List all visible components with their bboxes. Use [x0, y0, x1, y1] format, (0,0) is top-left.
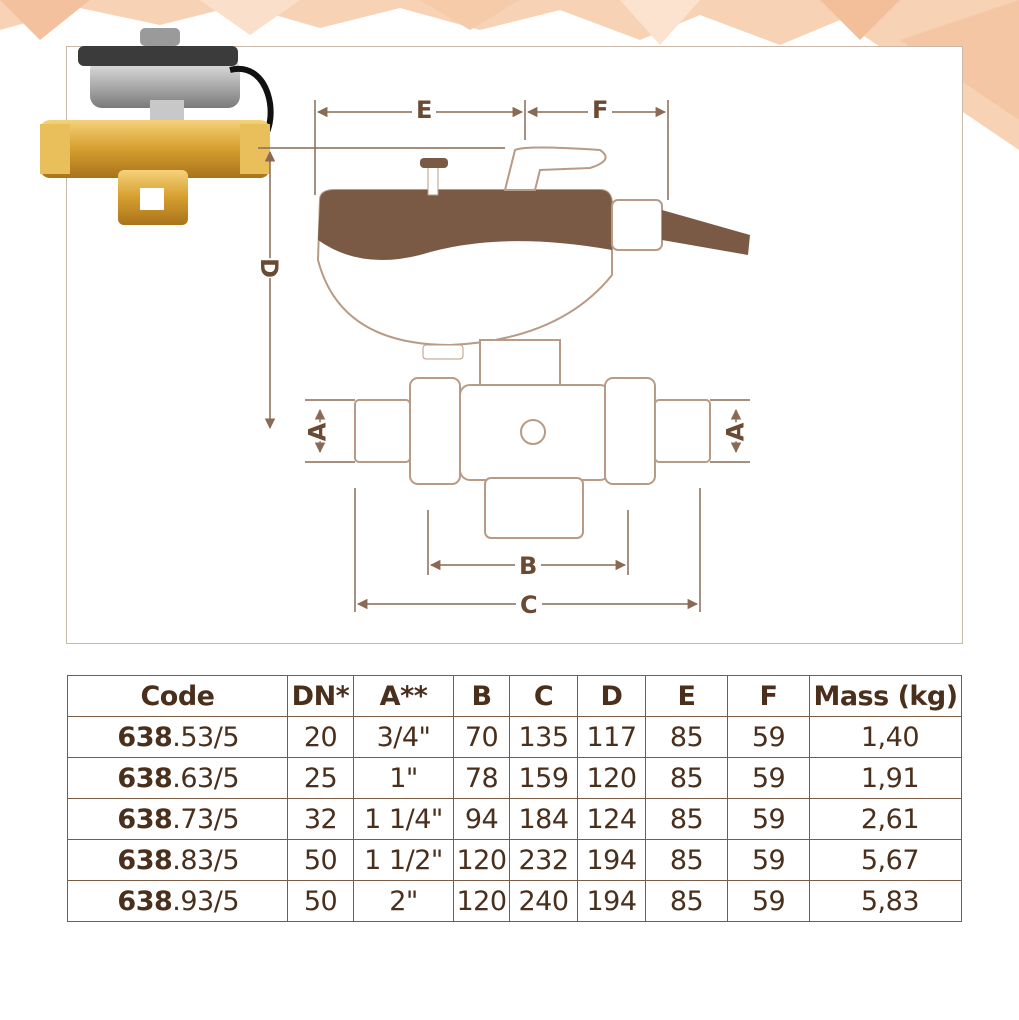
- cell-e: 85: [645, 839, 728, 881]
- dimensions-table-container: Code DN* A** B C D E F Mass (kg) 638.53/…: [67, 675, 962, 922]
- cell-mass: 1,40: [809, 716, 962, 758]
- dimensions-table: Code DN* A** B C D E F Mass (kg) 638.53/…: [67, 675, 962, 922]
- cell-code: 638.93/5: [67, 880, 288, 922]
- cell-d: 124: [577, 798, 646, 840]
- cell-a: 1": [353, 757, 454, 799]
- dim-label-d: D: [254, 258, 283, 278]
- cell-d: 194: [577, 839, 646, 881]
- table-row: 638.63/5 25 1" 78 159 120 85 59 1,91: [67, 757, 962, 799]
- header-dn: DN*: [287, 675, 354, 717]
- table-row: 638.73/5 32 1 1/4" 94 184 124 85 59 2,61: [67, 798, 962, 840]
- cell-d: 120: [577, 757, 646, 799]
- cell-dn: 50: [287, 880, 354, 922]
- cell-b: 78: [453, 757, 510, 799]
- cell-b: 120: [453, 839, 510, 881]
- cell-code: 638.73/5: [67, 798, 288, 840]
- cell-d: 194: [577, 880, 646, 922]
- cell-c: 184: [509, 798, 578, 840]
- cell-mass: 2,61: [809, 798, 962, 840]
- cell-mass: 5,83: [809, 880, 962, 922]
- dim-label-c: C: [516, 591, 542, 619]
- cell-e: 85: [645, 716, 728, 758]
- dim-label-a-right: A: [721, 422, 750, 442]
- cell-a: 1 1/2": [353, 839, 454, 881]
- header-mass: Mass (kg): [809, 675, 962, 717]
- dim-label-b: B: [515, 552, 542, 580]
- cell-c: 232: [509, 839, 578, 881]
- cell-f: 59: [727, 798, 810, 840]
- cell-code: 638.83/5: [67, 839, 288, 881]
- cell-f: 59: [727, 880, 810, 922]
- cell-dn: 50: [287, 839, 354, 881]
- cell-d: 117: [577, 716, 646, 758]
- header-code: Code: [67, 675, 288, 717]
- cell-e: 85: [645, 798, 728, 840]
- table-header-row: Code DN* A** B C D E F Mass (kg): [67, 675, 962, 717]
- cell-f: 59: [727, 757, 810, 799]
- cell-dn: 25: [287, 757, 354, 799]
- header-e: E: [645, 675, 728, 717]
- product-photo: [40, 28, 274, 225]
- dim-label-e: E: [412, 96, 437, 124]
- dim-label-f: F: [588, 96, 613, 124]
- cell-code: 638.63/5: [67, 757, 288, 799]
- cell-c: 135: [509, 716, 578, 758]
- valve-drawing: [40, 28, 750, 612]
- table-row: 638.93/5 50 2" 120 240 194 85 59 5,83: [67, 880, 962, 922]
- cell-a: 2": [353, 880, 454, 922]
- header-a: A**: [353, 675, 454, 717]
- cell-dn: 20: [287, 716, 354, 758]
- cell-f: 59: [727, 839, 810, 881]
- dim-label-a-left: A: [303, 422, 332, 442]
- header-c: C: [509, 675, 578, 717]
- cell-c: 159: [509, 757, 578, 799]
- cell-mass: 1,91: [809, 757, 962, 799]
- table-row: 638.83/5 50 1 1/2" 120 232 194 85 59 5,6…: [67, 839, 962, 881]
- cell-e: 85: [645, 880, 728, 922]
- cell-a: 3/4": [353, 716, 454, 758]
- cell-b: 120: [453, 880, 510, 922]
- cell-c: 240: [509, 880, 578, 922]
- cell-f: 59: [727, 716, 810, 758]
- cell-b: 94: [453, 798, 510, 840]
- cell-b: 70: [453, 716, 510, 758]
- header-b: B: [453, 675, 510, 717]
- cell-code: 638.53/5: [67, 716, 288, 758]
- header-d: D: [577, 675, 646, 717]
- cell-a: 1 1/4": [353, 798, 454, 840]
- header-f: F: [727, 675, 810, 717]
- cell-dn: 32: [287, 798, 354, 840]
- valve-body: [354, 377, 711, 539]
- cell-e: 85: [645, 757, 728, 799]
- cell-mass: 5,67: [809, 839, 962, 881]
- actuator: [316, 146, 750, 386]
- table-row: 638.53/5 20 3/4" 70 135 117 85 59 1,40: [67, 716, 962, 758]
